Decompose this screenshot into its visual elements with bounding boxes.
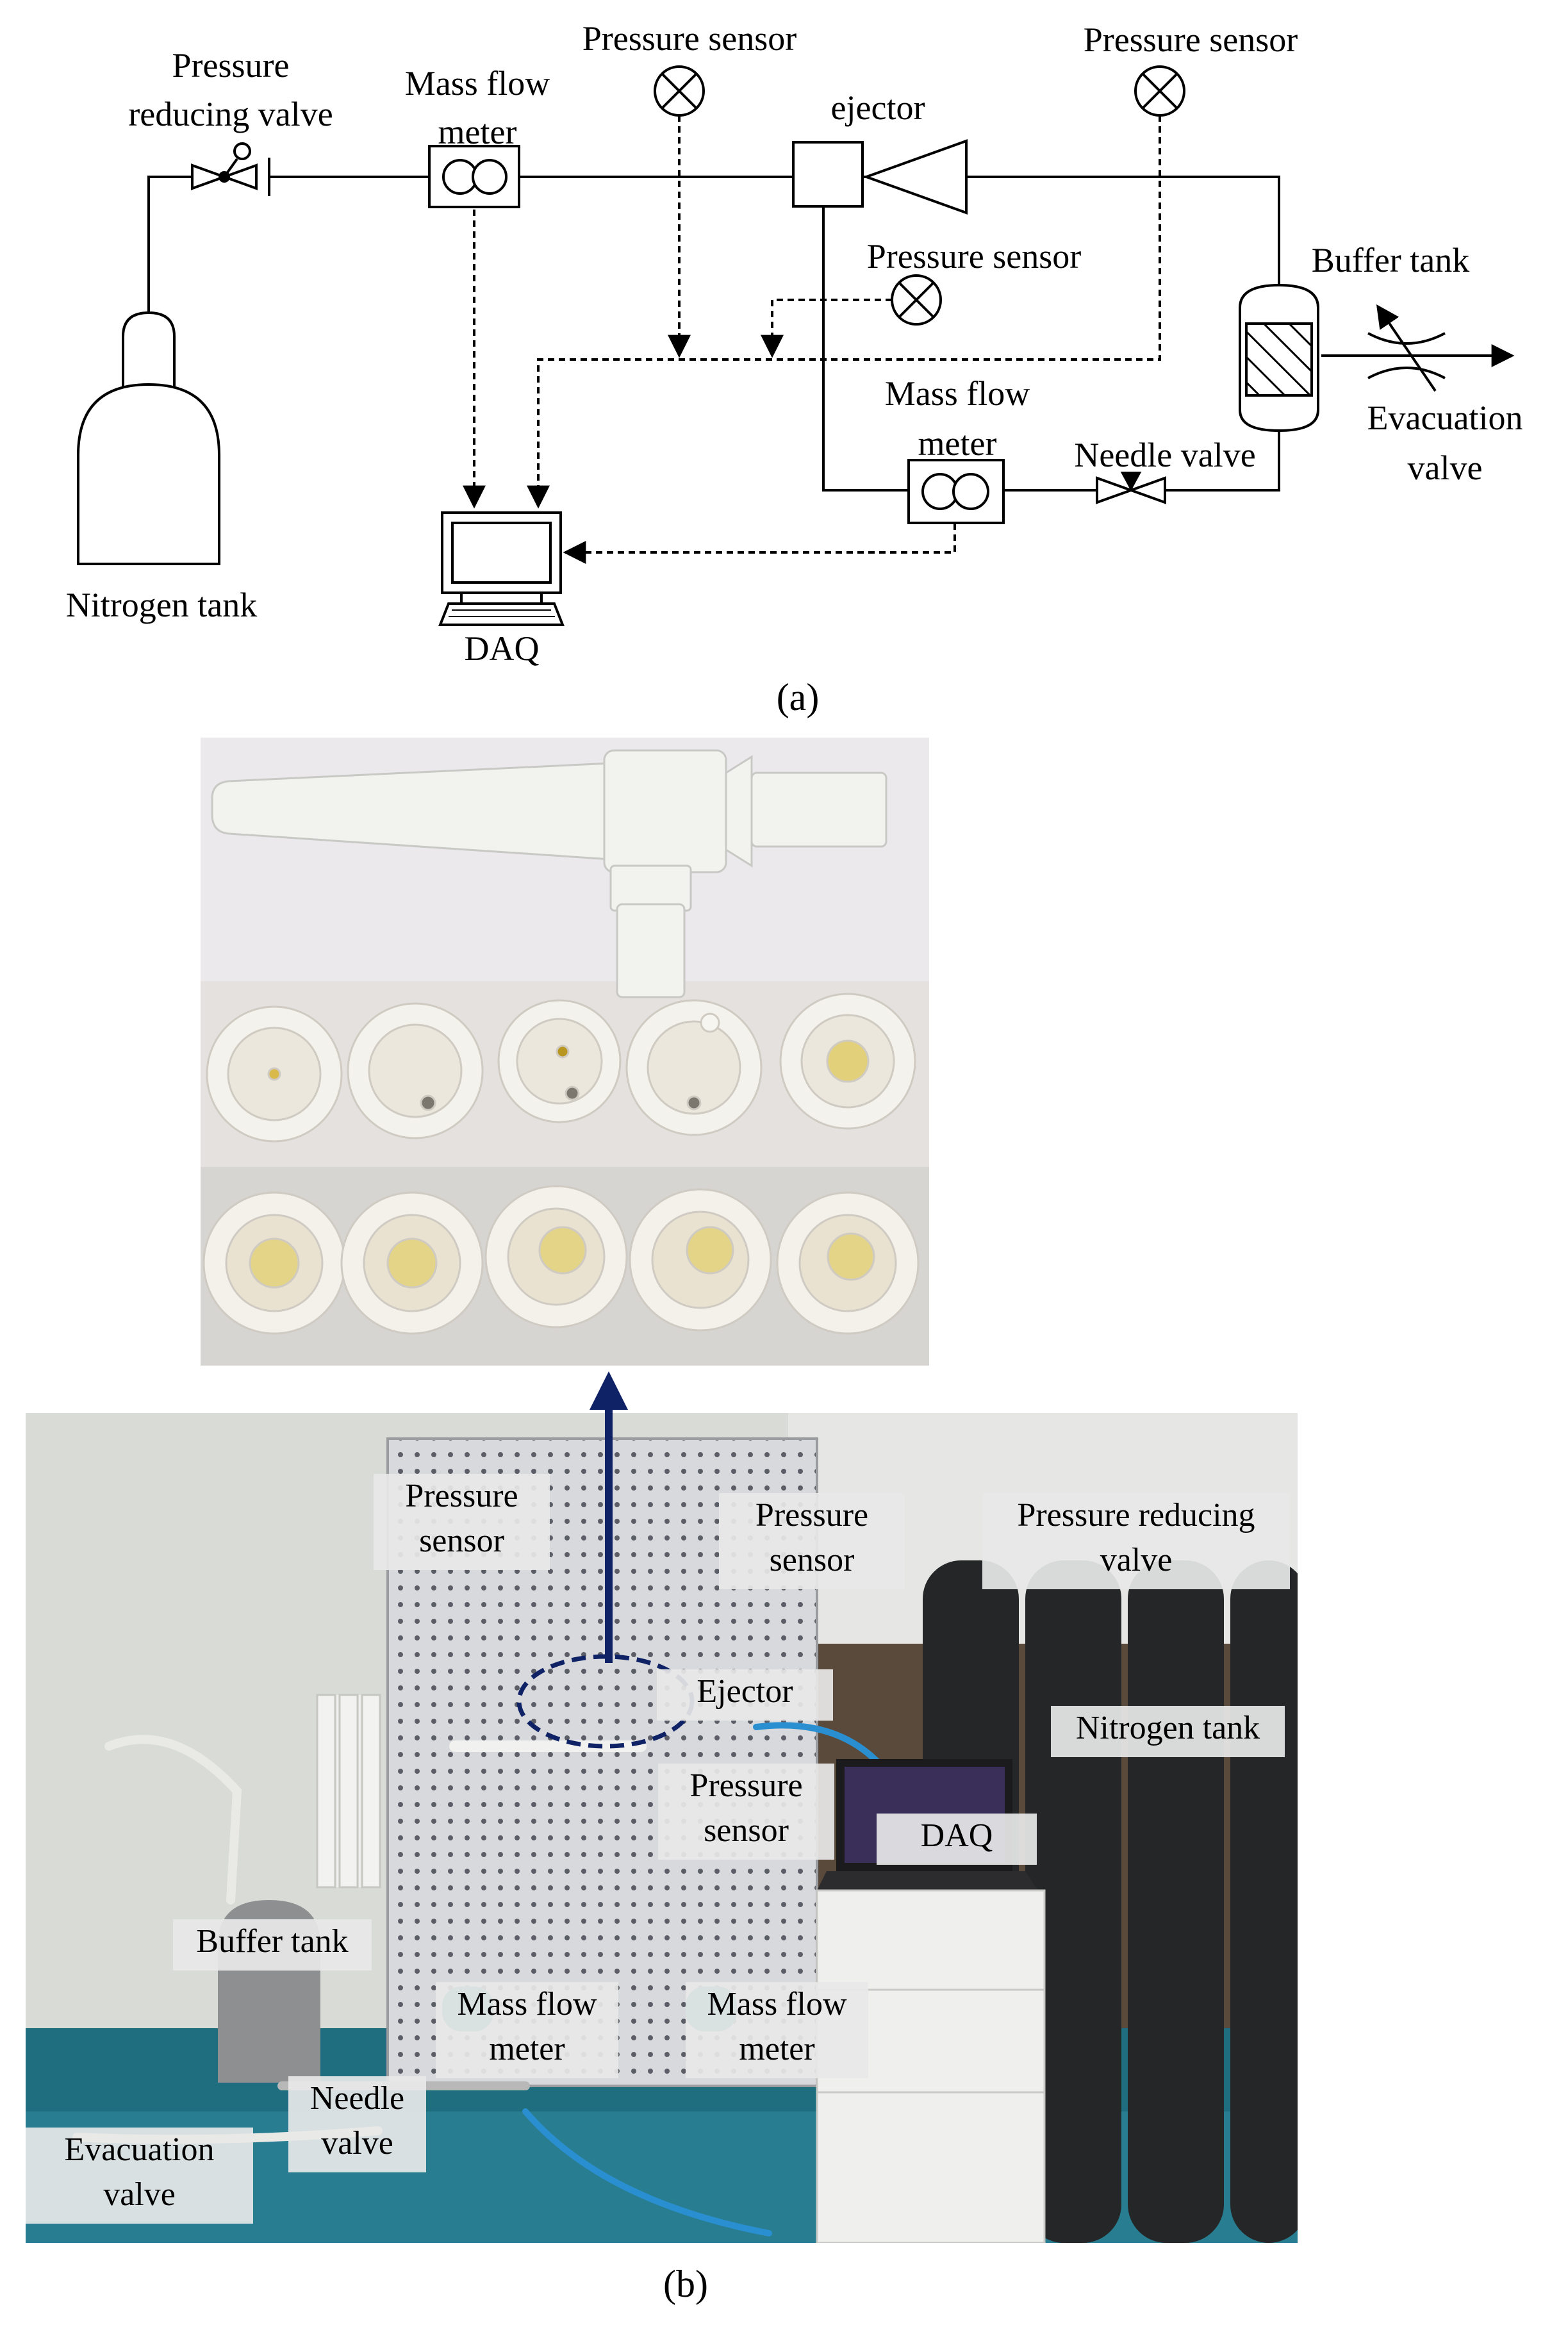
label-ejector: ejector bbox=[831, 88, 925, 127]
label-nitrogen-tank: Nitrogen tank bbox=[66, 586, 257, 624]
caption-b: (b) bbox=[663, 2263, 708, 2305]
zoom-arrow bbox=[590, 1371, 628, 1663]
photo-label-pressure-sensor-left: Pressure sensor bbox=[374, 1474, 550, 1570]
nitrogen-tank bbox=[77, 311, 220, 565]
mass-flow-meter-bottom bbox=[907, 459, 1005, 524]
photo-label-evacuation-valve: Evacuation valve bbox=[26, 2128, 253, 2224]
needle-valve-symbol bbox=[1096, 472, 1166, 504]
photo-label-nitrogen-tank: Nitrogen tank bbox=[1051, 1706, 1285, 1757]
pressure-sensor-symbol bbox=[1134, 65, 1185, 117]
label-pressure-sensor-1: Pressure sensor bbox=[582, 19, 796, 58]
pressure-sensor-symbol bbox=[654, 65, 705, 117]
label-needle-valve: Needle valve bbox=[1074, 436, 1255, 474]
photo-label-ejector: Ejector bbox=[657, 1669, 833, 1721]
radiator bbox=[316, 1694, 381, 1889]
daq-computer-icon bbox=[438, 511, 565, 626]
photo-label-needle-valve: Needle valve bbox=[288, 2076, 426, 2172]
photo-label-buffer-tank: Buffer tank bbox=[173, 1919, 372, 1971]
photo-label-pressure-sensor-right: Pressure sensor bbox=[719, 1493, 905, 1589]
ejector-symbol bbox=[792, 139, 968, 215]
label-daq: DAQ bbox=[465, 629, 540, 668]
photo-label-pressure-sensor-mid: Pressure sensor bbox=[658, 1764, 834, 1860]
pressure-sensor-symbol bbox=[891, 274, 942, 326]
mixing-parts-photo bbox=[202, 1185, 920, 1335]
ejector-body-photo bbox=[211, 749, 887, 998]
caption-a: (a) bbox=[777, 676, 820, 718]
pressure-reducing-valve bbox=[191, 142, 270, 196]
photo-label-daq: DAQ bbox=[877, 1814, 1037, 1865]
nozzle-parts-photo bbox=[206, 993, 916, 1143]
buffer-tank-symbol bbox=[1239, 283, 1319, 433]
photo-label-mass-flow-meter-left: Mass flow meter bbox=[436, 1982, 618, 2078]
piping bbox=[147, 176, 1280, 492]
label-pressure-sensor-2: Pressure sensor bbox=[1084, 21, 1298, 59]
evacuation-valve-symbol bbox=[1367, 304, 1446, 392]
signal-lines bbox=[463, 115, 1161, 564]
label-pressure-sensor-3: Pressure sensor bbox=[867, 237, 1081, 276]
photo-label-pressure-reducing-valve: Pressure reducing valve bbox=[982, 1493, 1290, 1589]
photo-label-mass-flow-meter-right: Mass flow meter bbox=[686, 1982, 868, 2078]
ejector-parts-photo bbox=[201, 738, 929, 1366]
label-buffer-tank: Buffer tank bbox=[1312, 241, 1469, 279]
mass-flow-meter-top bbox=[428, 145, 520, 208]
